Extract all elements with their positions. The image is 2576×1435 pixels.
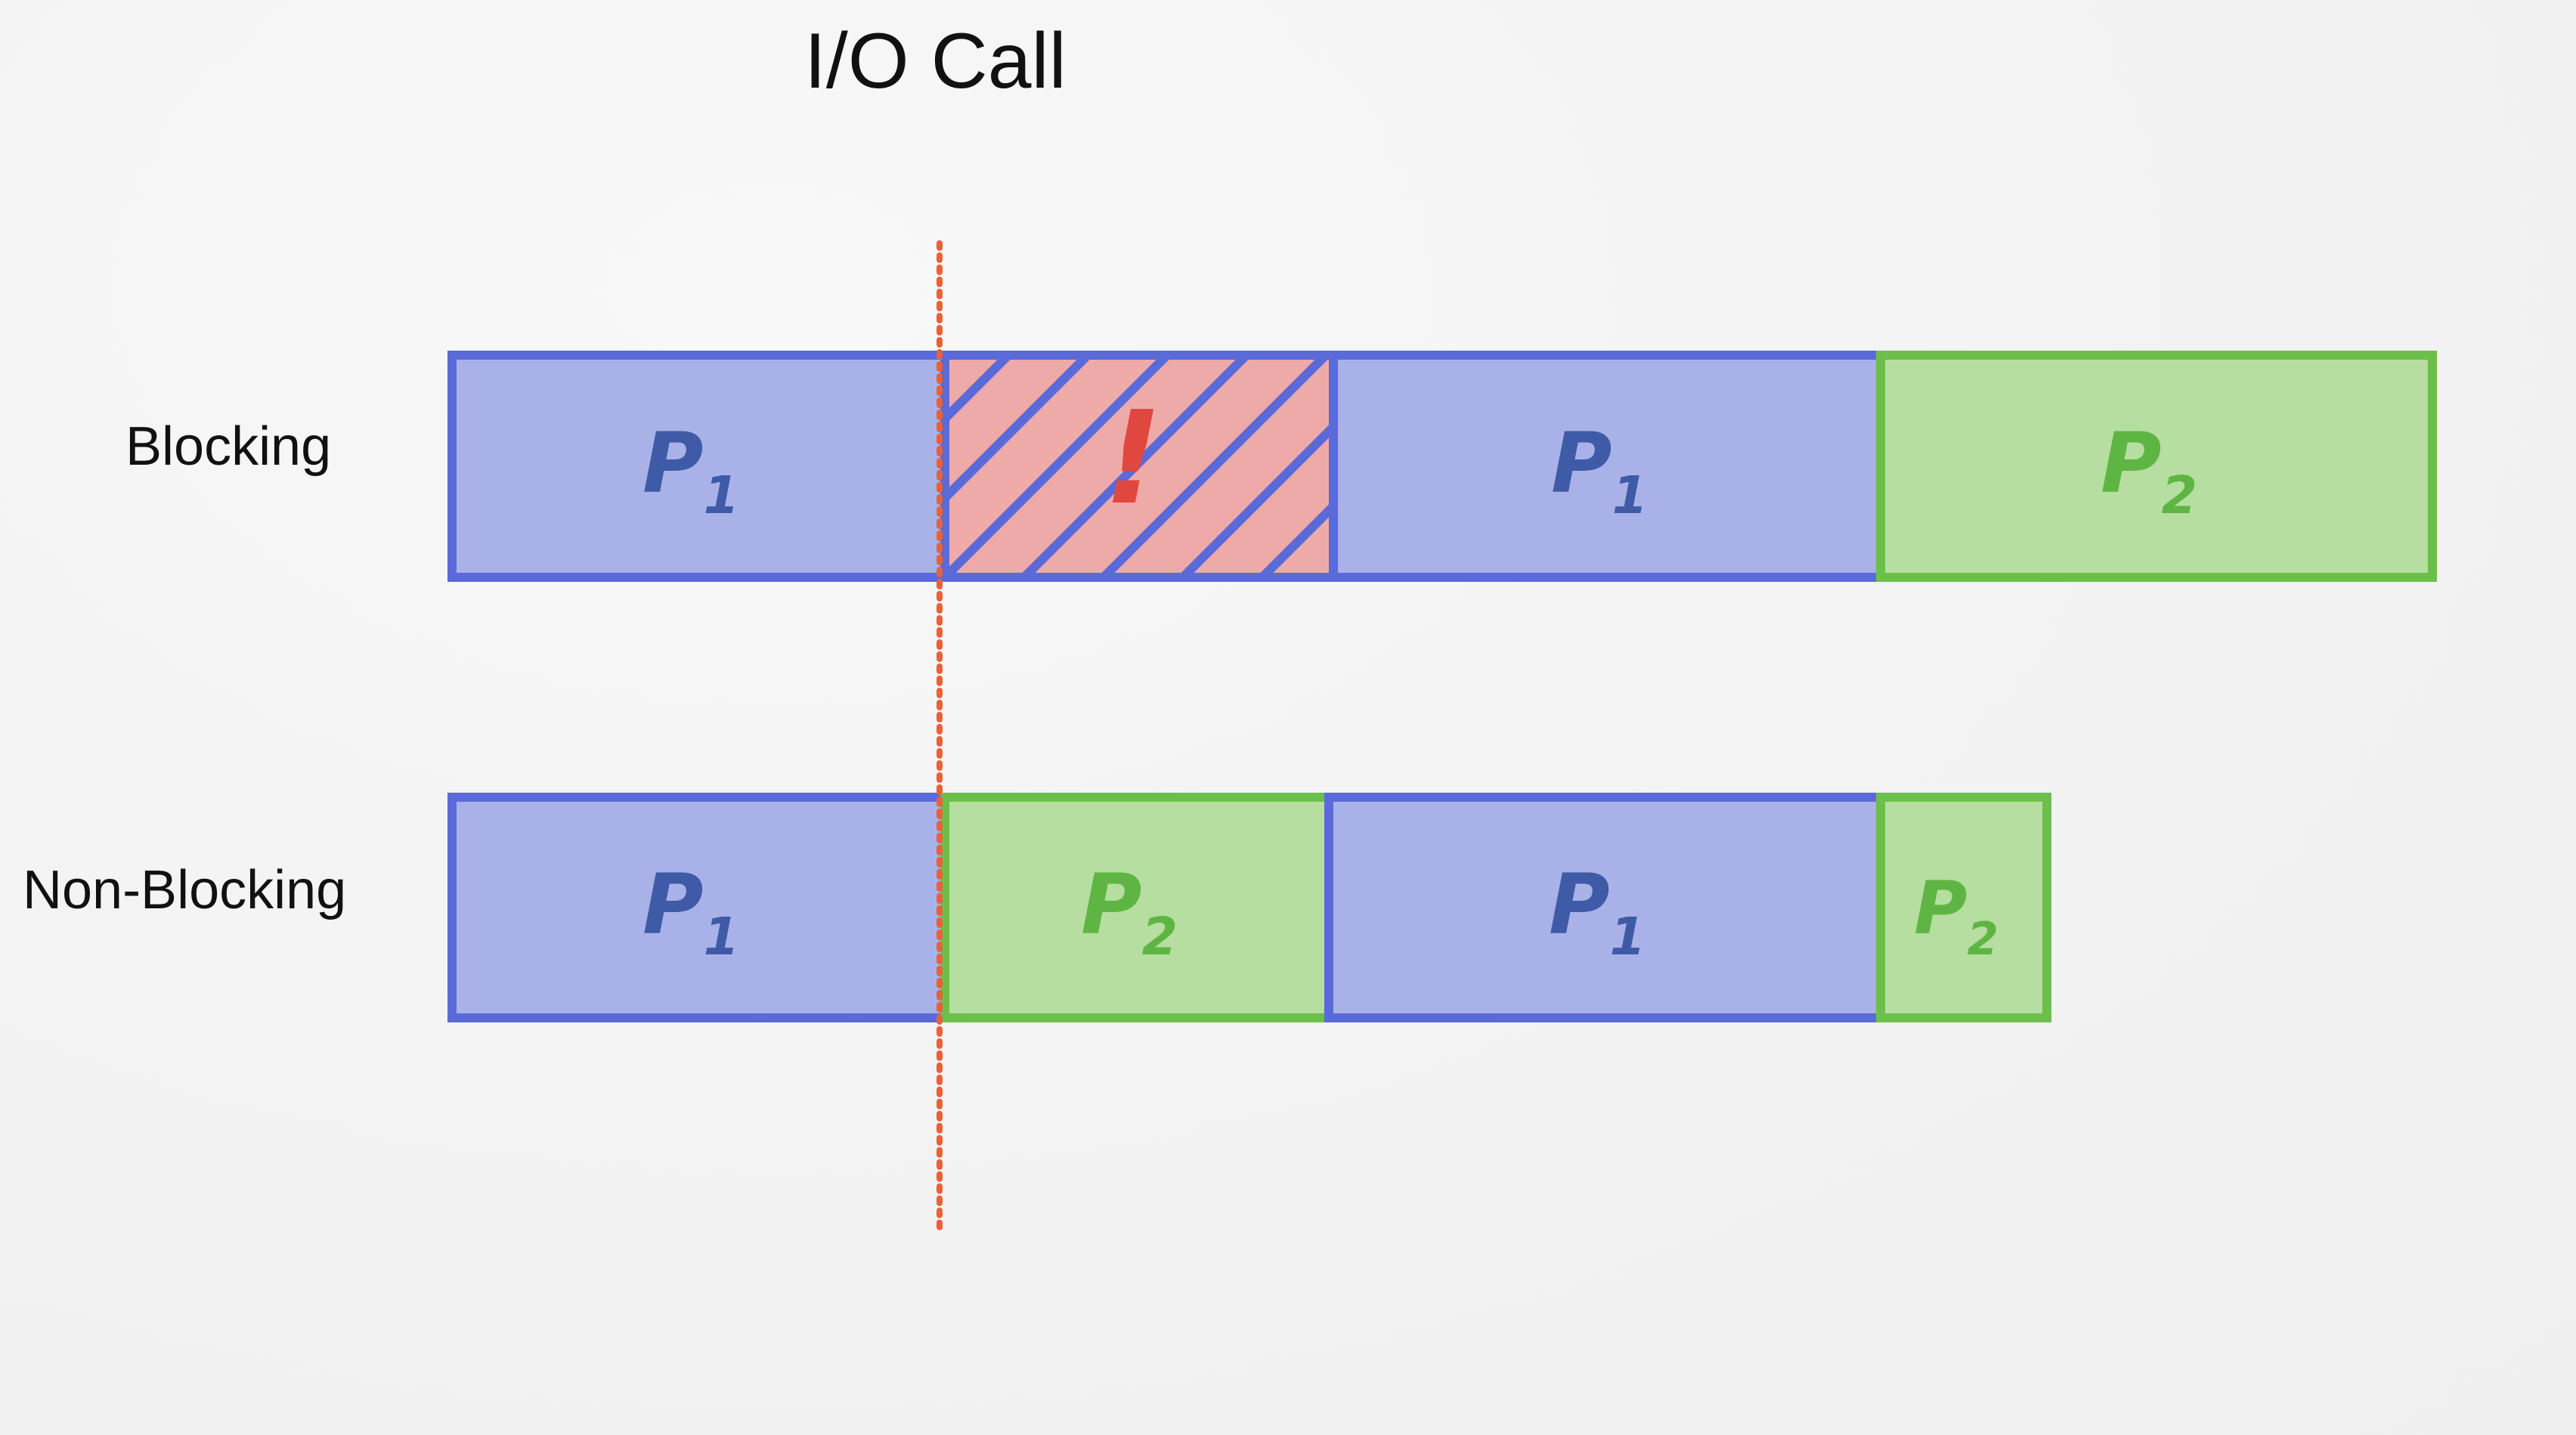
segment-label-subscript: 2 bbox=[1967, 914, 1998, 966]
hatch-line bbox=[1259, 501, 1332, 576]
segment-p1: P1 bbox=[1324, 793, 1885, 1022]
segment-label-subscript: 1 bbox=[1610, 908, 1646, 967]
segment-p2: P2 bbox=[1876, 793, 2051, 1022]
segment-p2-box bbox=[1876, 793, 2051, 1022]
segment-label-p2: P2 bbox=[1081, 856, 1178, 967]
blocked-mark: ! bbox=[1104, 384, 1163, 533]
segment-label-subscript: 1 bbox=[704, 908, 739, 967]
row-label-non-blocking: Non-Blocking bbox=[23, 860, 347, 920]
hatch-line bbox=[946, 358, 1012, 424]
segment-p1: P1 bbox=[447, 793, 949, 1022]
segment-p2: P2 bbox=[940, 793, 1333, 1022]
hatch-line bbox=[946, 358, 1171, 576]
segment-label-subscript: 1 bbox=[1612, 466, 1648, 526]
segment-label-subscript: 1 bbox=[704, 466, 739, 526]
segment-p1-box bbox=[447, 793, 949, 1022]
segment-label-subscript: 2 bbox=[2162, 466, 2197, 526]
hatch-line bbox=[1020, 358, 1250, 576]
segment-p2-box bbox=[940, 793, 1333, 1022]
segment-p1: P1 bbox=[1329, 351, 1885, 582]
hatch-line bbox=[946, 358, 1091, 503]
segment-p2: P2 bbox=[1876, 351, 2437, 582]
hatch-line bbox=[1100, 358, 1330, 576]
segment-label-subscript: 2 bbox=[1142, 908, 1178, 967]
diagram-title: I/O Call bbox=[804, 17, 1067, 105]
blocked-hatch bbox=[946, 358, 1332, 576]
segment-p2-box bbox=[1876, 351, 2437, 582]
hatch-line bbox=[1179, 422, 1332, 576]
row-label-blocking: Blocking bbox=[125, 416, 332, 477]
segment-p1: P1 bbox=[447, 351, 949, 582]
